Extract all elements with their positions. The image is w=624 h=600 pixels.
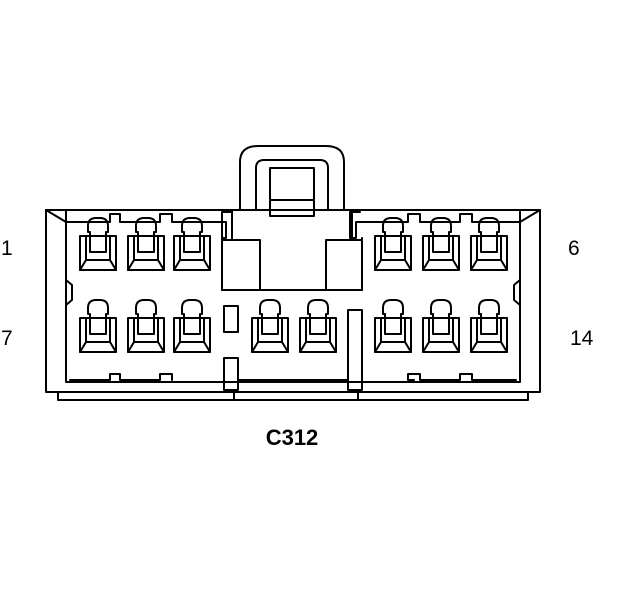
pin-cavity-8: [127, 299, 165, 353]
pin-cavity-6: [470, 217, 508, 271]
pin-cavity-7: [79, 299, 117, 353]
pin-cavity-14: [470, 299, 508, 353]
pin-label-6: 6: [568, 237, 580, 260]
pin-cavity-9: [173, 299, 211, 353]
pin-cavity-3: [173, 217, 211, 271]
connector-id-label: C312: [265, 425, 319, 450]
pin-cavity-12: [374, 299, 412, 353]
pin-cavities: [79, 217, 508, 353]
pin-label-1: 1: [1, 237, 13, 260]
pin-cavity-10: [251, 299, 289, 353]
pin-cavity-11: [299, 299, 337, 353]
pin-label-14: 14: [570, 327, 594, 350]
pin-cavity-1: [79, 217, 117, 271]
pin-label-7: 7: [1, 327, 13, 350]
pin-cavity-2: [127, 217, 165, 271]
connector-latch: [231, 145, 353, 241]
pin-cavity-13: [422, 299, 460, 353]
pin-cavity-5: [422, 217, 460, 271]
connector-housing: [45, 209, 541, 401]
pin-cavity-4: [374, 217, 412, 271]
center-channel: [221, 237, 363, 391]
